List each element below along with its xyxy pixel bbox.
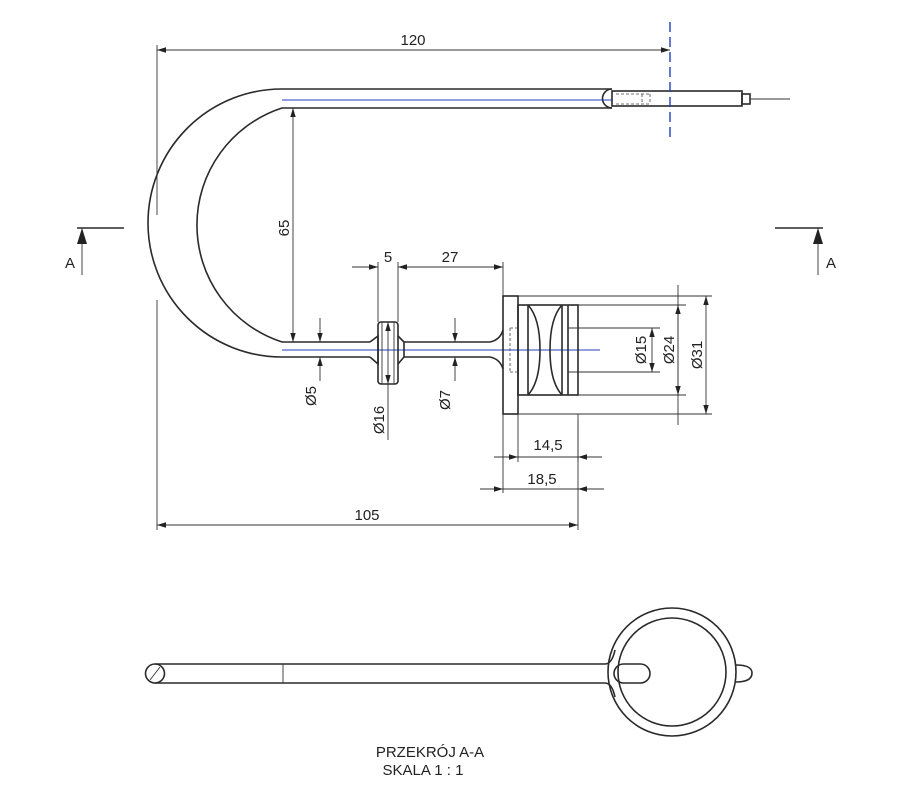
dim-mid-diameter: Ø24 <box>661 336 678 364</box>
section-caption-scale: SKALA 1 : 1 <box>383 762 464 779</box>
dim-outer-diameter: Ø31 <box>689 341 706 369</box>
dim-length-a: 14,5 <box>533 437 562 454</box>
dim-shaft-diameter: Ø7 <box>437 390 454 410</box>
centerlines <box>282 22 671 351</box>
dim-collar-width: 5 <box>384 249 392 266</box>
pin-end-top <box>601 88 790 109</box>
dim-length-b: 18,5 <box>527 471 556 488</box>
section-label-left: A <box>65 255 75 272</box>
section-caption-title: PRZEKRÓJ A-A <box>376 744 484 761</box>
section-view-aa <box>144 607 753 737</box>
dim-inner-diameter: Ø15 <box>633 336 650 364</box>
pin-shaft-bottom <box>282 295 579 415</box>
wire-u-shape <box>147 88 612 358</box>
dim-base-width: 105 <box>354 507 379 524</box>
section-marker-right <box>775 227 823 275</box>
dim-collar-diameter: Ø16 <box>371 406 388 434</box>
dim-overall-width: 120 <box>400 32 425 49</box>
section-label-right: A <box>826 255 836 272</box>
dim-pin-diameter: Ø5 <box>303 386 320 406</box>
dim-shaft-length: 27 <box>442 249 459 266</box>
dimension-lines <box>156 45 712 530</box>
dim-height: 65 <box>276 220 293 237</box>
section-marker-left <box>77 227 124 275</box>
